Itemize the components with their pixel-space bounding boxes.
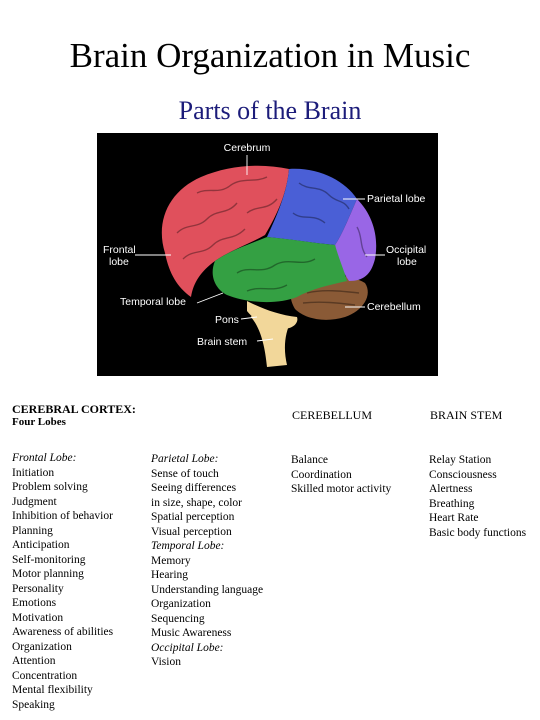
label-cerebellum: Cerebellum xyxy=(367,301,421,313)
label-frontal-lobe-2: lobe xyxy=(109,256,129,268)
list-item: Understanding language xyxy=(151,583,264,596)
frontal-lobe-heading: Frontal Lobe: xyxy=(12,452,77,464)
list-item: Speaking xyxy=(12,698,55,711)
list-item: Motivation xyxy=(12,611,64,624)
label-parietal-lobe: Parietal lobe xyxy=(367,193,426,205)
list-item: Emotions xyxy=(12,597,57,609)
brain-stem-heading: BRAIN STEM xyxy=(430,408,503,422)
list-item: Self-monitoring xyxy=(12,553,86,566)
occipital-lobe-heading: Occipital Lobe: xyxy=(151,641,224,654)
list-item: Initiation xyxy=(12,466,55,479)
cerebral-cortex-heading: CEREBRAL CORTEX: xyxy=(12,402,136,416)
list-item: Alertness xyxy=(429,483,473,495)
label-pons: Pons xyxy=(215,314,239,326)
brain-illustration: Cerebrum Parietal lobe Frontal lobe Occi… xyxy=(103,142,426,367)
list-item: Sequencing xyxy=(151,612,205,625)
label-temporal-lobe: Temporal lobe xyxy=(120,296,186,308)
list-item: Anticipation xyxy=(12,539,70,551)
pons-region xyxy=(247,301,298,329)
list-item: Personality xyxy=(12,582,64,595)
label-frontal-lobe-1: Frontal xyxy=(103,244,136,256)
list-item: Basic body functions xyxy=(429,526,527,539)
cerebellum-heading: CEREBELLUM xyxy=(292,408,372,422)
list-item: Vision xyxy=(151,656,181,668)
brain-diagram: Cerebrum Parietal lobe Frontal lobe Occi… xyxy=(97,133,438,376)
list-item: Coordination xyxy=(291,468,352,481)
parietal-lobe-region xyxy=(267,168,357,245)
list-item: Organization xyxy=(151,598,211,610)
label-brain-stem: Brain stem xyxy=(197,336,247,348)
list-item: Attention xyxy=(12,655,56,667)
list-item: Music Awareness xyxy=(151,627,232,639)
list-item: Breathing xyxy=(429,497,475,510)
list-item: Problem solving xyxy=(12,481,88,493)
gyri-texture xyxy=(176,176,368,306)
list-item: Awareness of abilities xyxy=(12,626,114,638)
list-item: Heart Rate xyxy=(429,512,479,524)
label-cerebrum: Cerebrum xyxy=(224,142,271,154)
occipital-lobe-region xyxy=(335,199,377,281)
list-item: Planning xyxy=(12,524,53,537)
list-item: Judgment xyxy=(12,495,57,508)
page-title: Brain Organization in Music xyxy=(69,36,471,75)
list-item: Visual perception xyxy=(151,525,232,538)
list-item: Memory xyxy=(151,554,191,567)
parietal-lobe-heading: Parietal Lobe: xyxy=(151,453,219,465)
list-item: in size, shape, color xyxy=(151,496,243,509)
section-subtitle: Parts of the Brain xyxy=(178,96,362,125)
list-item: Balance xyxy=(291,454,329,466)
list-item: Hearing xyxy=(151,569,189,581)
list-item: Spatial perception xyxy=(151,511,235,523)
list-item: Motor planning xyxy=(12,568,84,580)
frontal-lobe-region xyxy=(161,165,289,297)
leader-lines xyxy=(135,155,385,342)
list-item: Concentration xyxy=(12,669,78,682)
list-item: Skilled motor activity xyxy=(291,483,392,495)
list-item: Consciousness xyxy=(429,468,497,481)
list-item: Relay Station xyxy=(429,454,492,466)
temporal-lobe-region xyxy=(212,237,347,303)
list-item: Organization xyxy=(12,640,72,653)
list-item: Seeing differences xyxy=(151,482,237,494)
label-occipital-lobe-1: Occipital xyxy=(386,244,426,256)
list-item: Sense of touch xyxy=(151,467,219,480)
temporal-lobe-heading: Temporal Lobe: xyxy=(151,540,225,552)
four-lobes-subheading: Four Lobes xyxy=(12,416,66,428)
label-occipital-lobe-2: lobe xyxy=(397,256,417,268)
list-item: Inhibition of behavior xyxy=(12,510,113,522)
list-item: Mental flexibility xyxy=(12,684,93,696)
